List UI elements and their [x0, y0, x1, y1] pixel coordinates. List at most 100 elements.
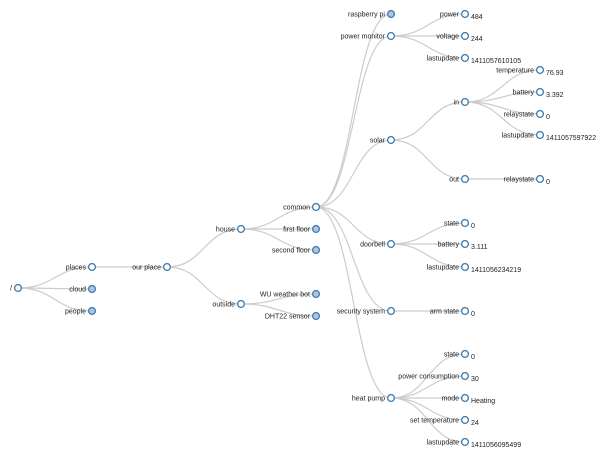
node-label: doorbell [360, 242, 385, 249]
node-toggle-circle[interactable] [535, 109, 545, 119]
node-toggle-circle[interactable] [535, 130, 545, 140]
node-value: 3.111 [471, 244, 488, 251]
tree-link-db-lastupdate [390, 243, 466, 268]
node-toggle-circle[interactable] [460, 218, 470, 228]
node-toggle-circle[interactable] [386, 306, 396, 316]
tree-node-places[interactable]: places [66, 262, 97, 272]
node-toggle-circle[interactable] [460, 415, 470, 425]
node-label: relaystate [504, 112, 534, 119]
tree-node-heat-pump[interactable]: heat pump [352, 393, 396, 403]
tree-node-power-monitor[interactable]: power monitor [341, 31, 396, 41]
node-toggle-circle[interactable] [460, 97, 470, 107]
node-label: first floor [283, 227, 311, 234]
node-toggle-circle[interactable] [460, 53, 470, 63]
node-toggle-circle[interactable] [311, 224, 321, 234]
node-toggle-circle[interactable] [535, 174, 545, 184]
tree-node-second-floor[interactable]: second floor [272, 245, 321, 255]
node-toggle-circle[interactable] [460, 349, 470, 359]
tree-links [17, 13, 541, 443]
tree-node-raspberry-pi[interactable]: raspberry pi [348, 9, 396, 19]
node-toggle-circle[interactable] [13, 283, 23, 293]
tree-node-solar[interactable]: solar [370, 135, 396, 145]
tree-link-house [166, 228, 242, 268]
node-toggle-circle[interactable] [460, 262, 470, 272]
tree-node-dht22-sensor[interactable]: DHT22 sensor [265, 311, 321, 321]
node-toggle-circle[interactable] [311, 289, 321, 299]
node-toggle-circle[interactable] [535, 87, 545, 97]
node-toggle-circle[interactable] [460, 174, 470, 184]
node-toggle-circle[interactable] [460, 239, 470, 249]
node-toggle-circle[interactable] [460, 31, 470, 41]
tree-node-cloud[interactable]: cloud [69, 284, 97, 294]
node-value: 1411057597922 [546, 135, 596, 142]
node-toggle-circle[interactable] [311, 311, 321, 321]
node-label: places [66, 265, 87, 272]
tree-link-hp-power-consumption [390, 375, 466, 399]
tree-node-solar-in[interactable]: in [454, 97, 470, 107]
node-toggle-circle[interactable] [535, 65, 545, 75]
tree-node-first-floor[interactable]: first floor [283, 224, 321, 234]
tree-node-house[interactable]: house [216, 224, 246, 234]
node-label: house [216, 227, 235, 234]
tree-node-outside[interactable]: outside [212, 299, 246, 309]
tree-link-heat-pump [315, 206, 392, 399]
tree-node-wu-weather-bot[interactable]: WU weather bot [260, 289, 321, 299]
node-label: power consumption [398, 374, 459, 381]
node-label: our place [132, 265, 161, 272]
node-label: raspberry pi [348, 12, 385, 19]
node-toggle-circle[interactable] [460, 437, 470, 447]
tree-node-security-system[interactable]: security system [337, 306, 396, 316]
node-toggle-circle[interactable] [311, 202, 321, 212]
node-toggle-circle[interactable] [386, 9, 396, 19]
node-value: 30 [471, 376, 479, 383]
node-toggle-circle[interactable] [87, 284, 97, 294]
tree-node-our-place[interactable]: our place [132, 262, 172, 272]
node-toggle-circle[interactable] [386, 239, 396, 249]
tree-node-hp-power-consumption[interactable]: power consumption 30 [398, 371, 479, 383]
node-toggle-circle[interactable] [386, 393, 396, 403]
tree-node-people[interactable]: people [65, 306, 97, 316]
tree-node-root[interactable]: / [10, 283, 23, 293]
tree-link-in-battery [464, 91, 541, 103]
node-toggle-circle[interactable] [460, 306, 470, 316]
node-toggle-circle[interactable] [460, 371, 470, 381]
tree-link-power-monitor [315, 35, 392, 208]
tree-link-hp-state [390, 353, 466, 399]
node-toggle-circle[interactable] [386, 31, 396, 41]
node-value: Heating [471, 398, 495, 405]
node-toggle-circle[interactable] [386, 135, 396, 145]
node-label: battery [513, 90, 535, 97]
tree-link-hp-lastupdate [390, 397, 466, 443]
node-label: set temperature [410, 418, 459, 425]
tree-node-common[interactable]: common [283, 202, 321, 212]
node-toggle-circle[interactable] [460, 9, 470, 19]
node-toggle-circle[interactable] [236, 299, 246, 309]
node-toggle-circle[interactable] [460, 393, 470, 403]
node-toggle-circle[interactable] [162, 262, 172, 272]
node-toggle-circle[interactable] [87, 306, 97, 316]
node-toggle-circle[interactable] [236, 224, 246, 234]
tree-link-wu-weather-bot [240, 293, 317, 305]
tree-node-doorbell[interactable]: doorbell [360, 239, 396, 249]
node-label: security system [337, 309, 385, 316]
node-toggle-circle[interactable] [311, 245, 321, 255]
node-toggle-circle[interactable] [87, 262, 97, 272]
tree-node-solar-out[interactable]: out [449, 174, 470, 184]
tree-nodes: / places our place house common raspberry pi p… [10, 9, 597, 449]
